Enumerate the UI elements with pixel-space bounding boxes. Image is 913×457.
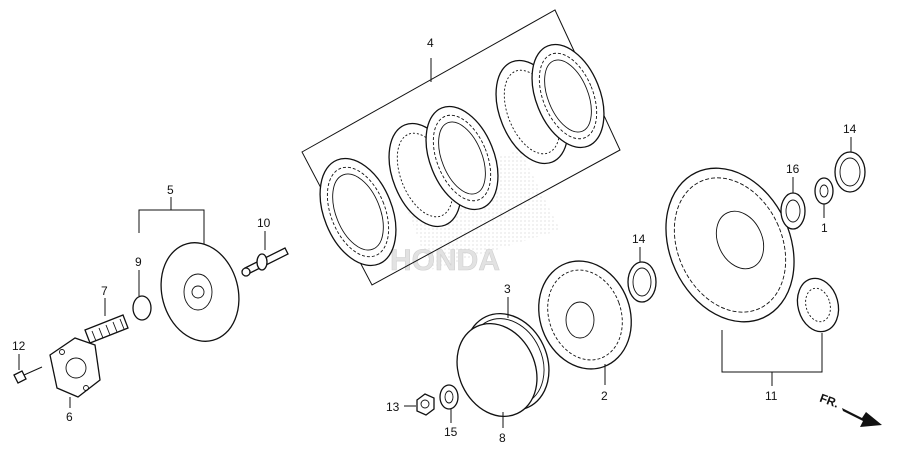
thrust-washer-14a [627, 247, 657, 303]
friction-disc-2 [425, 105, 499, 211]
washer-15 [439, 384, 459, 423]
callout-6: 6 [66, 410, 73, 424]
clutch-spring [84, 298, 129, 344]
callout-5: 5 [167, 183, 174, 197]
pressure-plate-bracket [138, 197, 205, 262]
collar [814, 177, 834, 218]
callout-11: 11 [765, 389, 778, 403]
callout-7: 7 [101, 284, 108, 298]
callout-14a: 14 [632, 232, 646, 246]
callout-1: 1 [821, 221, 828, 235]
callout-3: 3 [504, 282, 511, 296]
thrust-washer-14b [834, 137, 866, 193]
lifter-rod [241, 231, 289, 277]
needle-bearing [780, 177, 806, 230]
callout-2: 2 [601, 389, 608, 403]
watermark-text: HONDA [390, 244, 500, 277]
bolt-12 [13, 354, 43, 384]
clutch-plate-set [301, 9, 621, 286]
callout-13: 13 [386, 400, 400, 414]
friction-disc-1 [319, 157, 397, 267]
clutch-outer [665, 167, 840, 386]
direction-label: FR. [818, 391, 841, 411]
callout-8: 8 [499, 431, 506, 445]
front-direction-arrow: FR. [818, 391, 882, 427]
callout-16: 16 [786, 162, 800, 176]
lifter-plate [49, 337, 101, 408]
lock-nut [404, 393, 435, 416]
callout-14b: 14 [843, 122, 857, 136]
callout-10: 10 [257, 216, 271, 230]
clutch-center [538, 260, 632, 385]
pressure-plate [160, 242, 240, 342]
ring-8 [456, 322, 538, 428]
callout-12: 12 [12, 339, 26, 353]
callout-4: 4 [427, 36, 434, 50]
callout-15: 15 [444, 425, 458, 439]
callout-9: 9 [135, 255, 142, 269]
friction-disc-3 [531, 43, 605, 149]
snap-ring-9 [132, 270, 152, 321]
